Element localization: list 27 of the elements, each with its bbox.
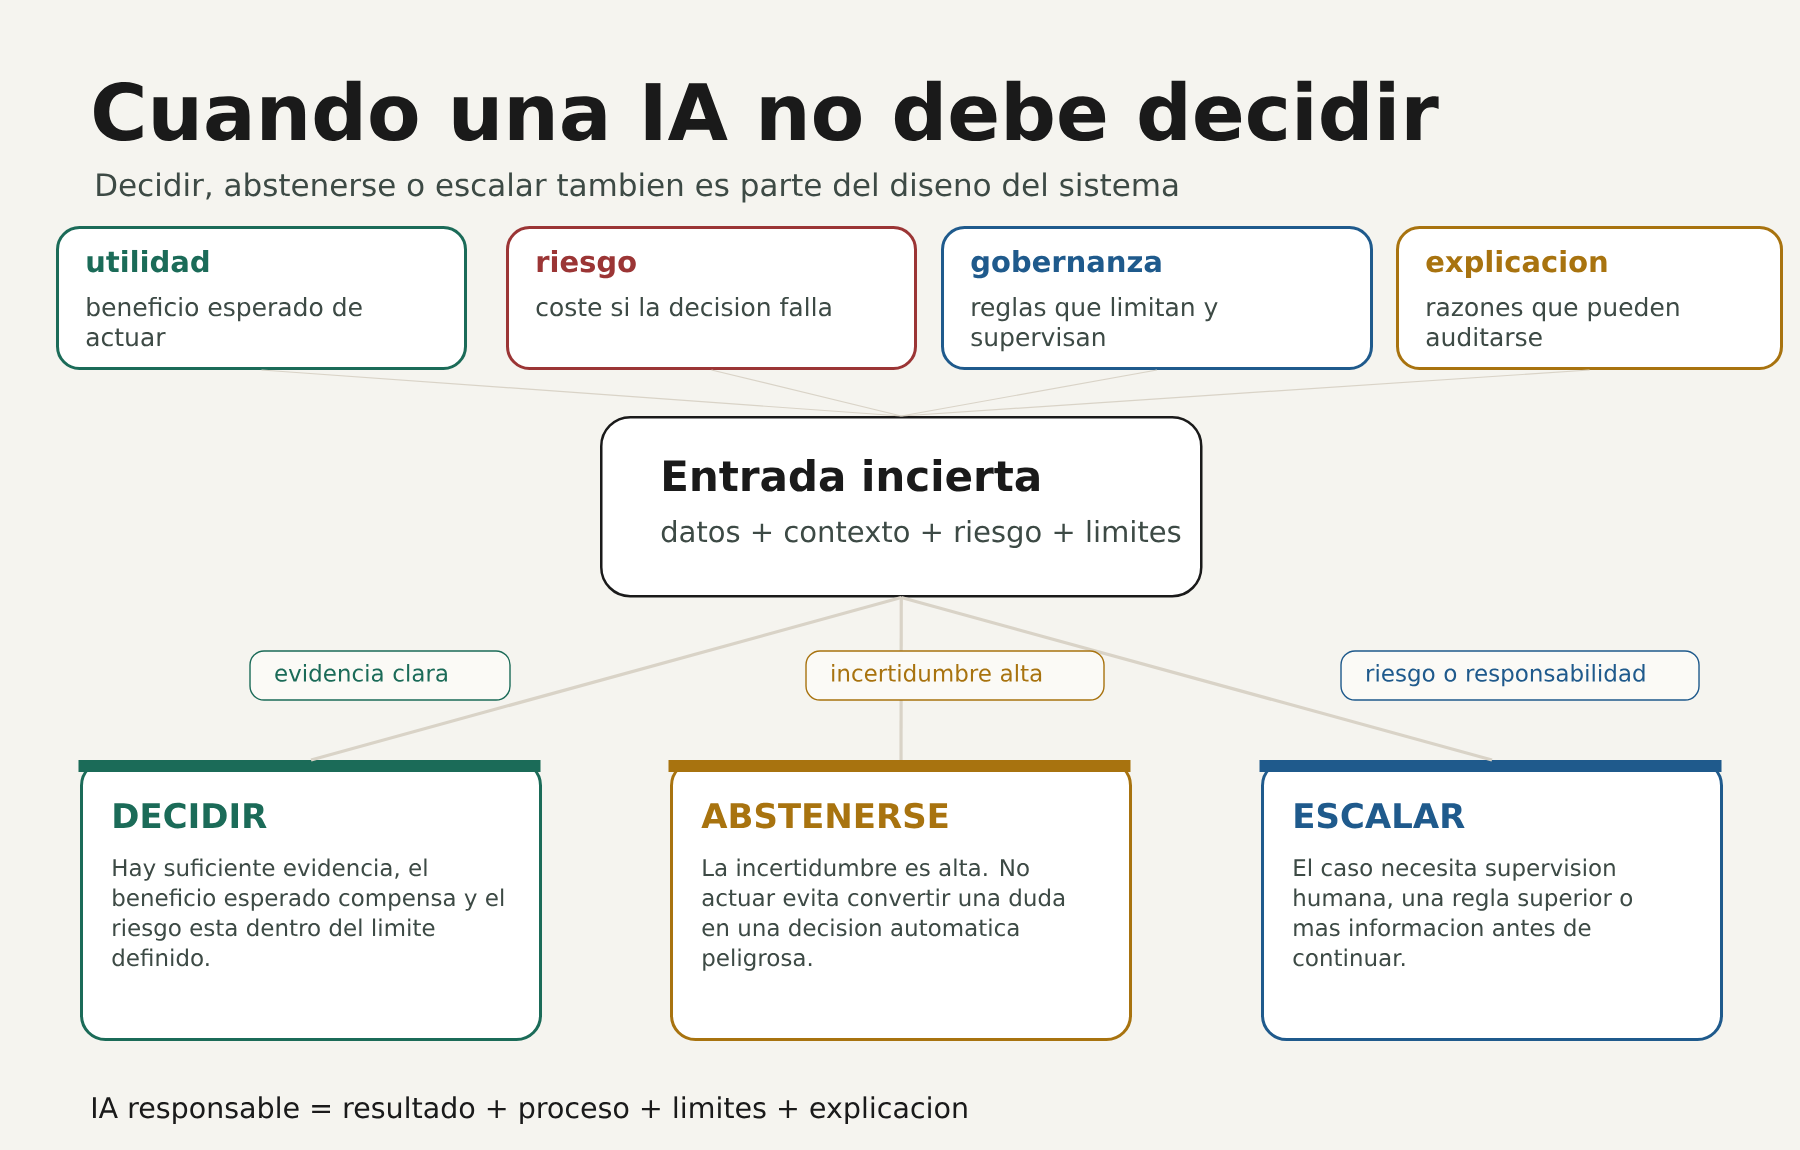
- card-text: La incertidumbre es alta. No actuar evita convertir una duda en una decision automatica peligrosa.: [702, 858, 1065, 971]
- card-title: utilidad: [87, 249, 209, 273]
- card-title: ESCALAR: [1295, 802, 1465, 829]
- edge-label: incertidumbre alta: [805, 650, 1105, 701]
- card-text: razones que pueden auditarse: [1426, 297, 1679, 347]
- edge-label: evidencia clara: [249, 650, 511, 701]
- connector-line: [260, 369, 902, 417]
- title: Cuando una IA no debe decidir: [94, 80, 1439, 142]
- card-text: beneficio esperado de actuar: [86, 297, 362, 347]
- card-text: datos + contexto + riesgo + limites: [661, 519, 1181, 549]
- card-text: Hay suficiente evidencia, el beneficio esperado compensa y el riesgo esta dentro del limite definido.: [112, 858, 504, 967]
- connector-line: [900, 369, 1591, 417]
- card-text: El caso necesita supervision humana, una regla superior o mas informacion antes de continuar.: [1293, 858, 1633, 967]
- card-title: Entrada incierta: [664, 459, 1039, 492]
- connector-line: [900, 595, 1493, 762]
- footer-note: IA responsable = resultado + proceso + limites + explicacion: [93, 1096, 967, 1124]
- connector-line: [310, 595, 902, 762]
- card-text: coste si la decision falla: [536, 297, 831, 317]
- subtitle: Decidir, abstenerse o escalar tambien es parte del diseno del sistema: [97, 172, 1178, 203]
- card-title: explicacion: [1426, 249, 1607, 279]
- edge-label: riesgo o responsabilidad: [1340, 650, 1700, 701]
- card-title: DECIDIR: [114, 802, 267, 829]
- card-title: riesgo: [537, 249, 636, 279]
- card-title: ABSTENERSE: [701, 802, 948, 829]
- connector-line: [710, 369, 902, 417]
- card-text: reglas que limitan y supervisan: [971, 297, 1218, 352]
- card-title: gobernanza: [971, 249, 1161, 279]
